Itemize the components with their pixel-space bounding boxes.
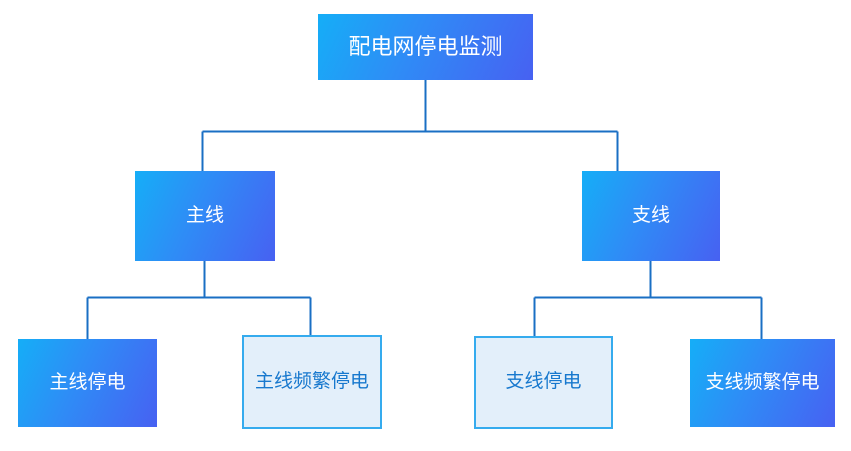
node-main-line-label: 主线: [185, 204, 224, 226]
node-main-line-outage[interactable]: 主线停电: [18, 339, 157, 427]
node-branch-line-frequent-outage[interactable]: 支线频繁停电: [690, 339, 835, 427]
node-branch-line-outage-label: 支线停电: [505, 371, 582, 393]
node-branch-line-label: 支线: [631, 204, 670, 226]
node-branch-line-outage[interactable]: 支线停电: [474, 336, 613, 429]
node-root-distribution-network-outage-monitoring[interactable]: 配电网停电监测: [318, 14, 533, 80]
node-main-line-frequent-outage[interactable]: 主线频繁停电: [242, 335, 382, 429]
node-main-line-frequent-outage-label: 主线频繁停电: [254, 370, 369, 392]
node-branch-line[interactable]: 支线: [582, 171, 720, 261]
node-root-label: 配电网停电监测: [348, 33, 503, 59]
node-main-line[interactable]: 主线: [135, 171, 275, 261]
node-branch-line-frequent-outage-label: 支线频繁停电: [705, 371, 820, 393]
node-main-line-outage-label: 主线停电: [49, 371, 126, 393]
